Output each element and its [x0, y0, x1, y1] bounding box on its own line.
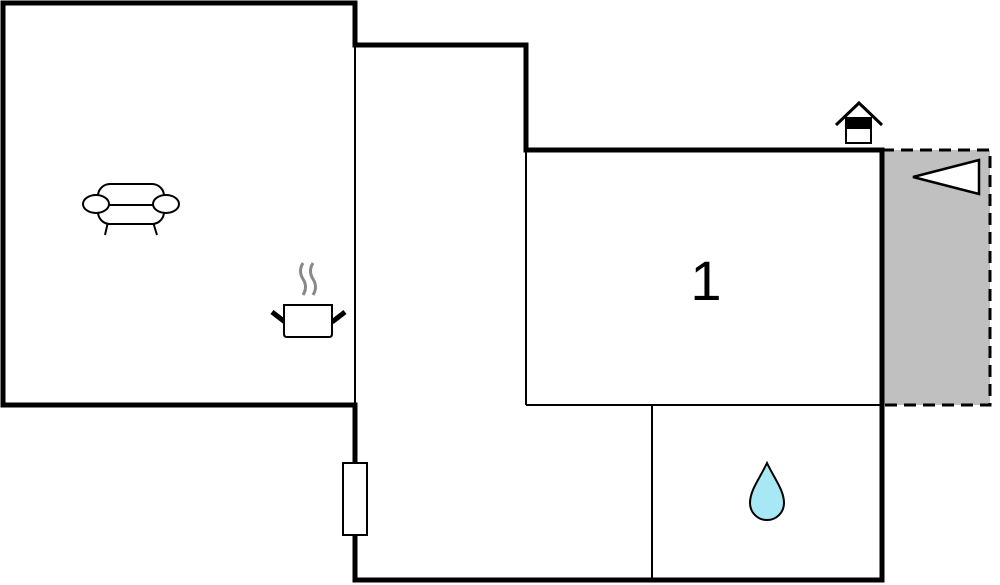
window-icon — [342, 462, 368, 536]
sofa-icon — [82, 183, 180, 236]
outer-walls — [0, 0, 885, 583]
room-number: 1 — [690, 249, 721, 312]
cooking-pot-icon — [270, 262, 347, 338]
house-entrance-icon — [834, 100, 884, 144]
water-drop-icon — [748, 460, 786, 521]
terrace-triangle-icon — [912, 158, 981, 196]
inner-walls — [354, 45, 882, 580]
